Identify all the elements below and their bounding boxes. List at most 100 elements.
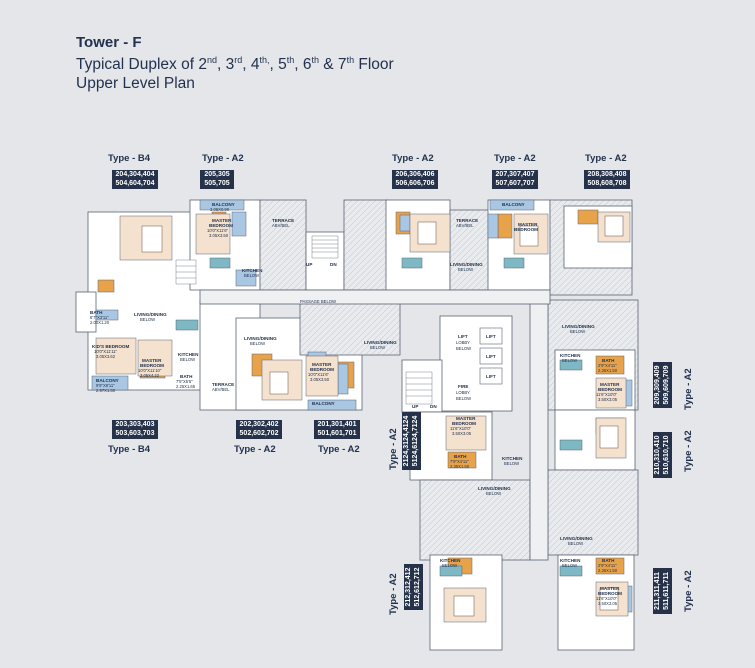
svg-text:BATH: BATH: [454, 454, 467, 459]
type-label-vertical: Type - A2: [388, 428, 399, 470]
svg-text:MASTER: MASTER: [142, 358, 162, 363]
svg-text:3.50X3.05: 3.50X3.05: [598, 397, 618, 402]
svg-text:BELOW: BELOW: [370, 345, 385, 350]
svg-text:BEDROOM: BEDROOM: [140, 363, 164, 368]
svg-text:2.25X1.65: 2.25X1.65: [176, 384, 196, 389]
svg-text:BELOW: BELOW: [456, 346, 471, 351]
svg-text:BATH: BATH: [602, 558, 615, 563]
svg-text:BEDROOM: BEDROOM: [514, 227, 538, 232]
svg-text:7'9"X4'11": 7'9"X4'11": [450, 459, 469, 464]
svg-text:BALCONY: BALCONY: [502, 202, 525, 207]
svg-text:BEDROOM: BEDROOM: [209, 223, 233, 228]
svg-text:LIVING/DINING: LIVING/DINING: [562, 324, 595, 329]
svg-text:BELOW: BELOW: [562, 563, 577, 568]
svg-text:TERRACE: TERRACE: [212, 382, 234, 387]
balcony-label: BALCONY: [212, 202, 235, 207]
svg-text:LIVING/DINING: LIVING/DINING: [478, 486, 511, 491]
svg-text:LIVING/DINING: LIVING/DINING: [364, 340, 397, 345]
svg-text:BELOW: BELOW: [456, 396, 471, 401]
svg-text:BELOW: BELOW: [244, 273, 259, 278]
type-label: Type - A2: [494, 153, 536, 164]
svg-text:BEDROOM: BEDROOM: [452, 421, 476, 426]
svg-text:2.35X1.50: 2.35X1.50: [598, 568, 618, 573]
svg-text:2'9"X4'11": 2'9"X4'11": [598, 363, 617, 368]
svg-text:UP: UP: [412, 404, 418, 409]
svg-text:KITCHEN: KITCHEN: [502, 456, 523, 461]
svg-text:DN: DN: [330, 262, 337, 267]
svg-text:MASTER: MASTER: [600, 586, 620, 591]
svg-text:BATH: BATH: [90, 310, 103, 315]
svg-text:MASTER: MASTER: [312, 362, 332, 367]
svg-text:BATH: BATH: [602, 358, 615, 363]
svg-text:10'0"X11'10": 10'0"X11'10": [138, 368, 162, 373]
svg-text:LIFT: LIFT: [486, 334, 496, 339]
svg-text:KITCHEN: KITCHEN: [560, 353, 581, 358]
svg-text:KITCHEN: KITCHEN: [178, 352, 199, 357]
svg-text:BALCONY: BALCONY: [96, 378, 119, 383]
svg-text:BELOW: BELOW: [568, 541, 583, 546]
svg-text:10'0"X11'6": 10'0"X11'6": [308, 372, 330, 377]
svg-text:LOBBY: LOBBY: [456, 390, 470, 395]
svg-text:BELOW: BELOW: [250, 341, 265, 346]
level-title: Upper Level Plan: [76, 75, 195, 92]
svg-text:BEDROOM: BEDROOM: [310, 367, 334, 372]
svg-text:BATH: BATH: [180, 374, 193, 379]
type-label-vertical: Type - A2: [683, 368, 694, 410]
svg-text:LIFT: LIFT: [486, 374, 496, 379]
type-label: Type - A2: [202, 153, 244, 164]
svg-text:2.35X1.50: 2.35X1.50: [598, 368, 618, 373]
svg-text:KITCHEN: KITCHEN: [440, 558, 461, 563]
svg-text:6'7"X3'11": 6'7"X3'11": [90, 315, 109, 320]
svg-text:BELOW: BELOW: [458, 267, 473, 272]
svg-text:2'9"X4'11": 2'9"X4'11": [598, 563, 617, 568]
svg-text:3.05X3.50: 3.05X3.50: [209, 233, 229, 238]
svg-text:MASTER: MASTER: [518, 222, 538, 227]
svg-text:KID'S BEDROOM: KID'S BEDROOM: [92, 344, 130, 349]
svg-text:7'5"X5'5": 7'5"X5'5": [176, 379, 193, 384]
svg-text:2.00X1.20: 2.00X1.20: [90, 320, 110, 325]
type-label-vertical: Type - A2: [388, 573, 399, 615]
svg-text:LIVING/DINING: LIVING/DINING: [450, 262, 483, 267]
svg-text:3.50X3.05: 3.50X3.05: [452, 431, 472, 436]
svg-text:BELOW: BELOW: [570, 329, 585, 334]
svg-text:3.50X3.05: 3.50X3.05: [598, 601, 618, 606]
svg-text:TERRACE: TERRACE: [456, 218, 478, 223]
svg-text:11'6"X10'0": 11'6"X10'0": [596, 596, 618, 601]
svg-text:LOBBY: LOBBY: [456, 340, 470, 345]
svg-text:9'9"X8'11": 9'9"X8'11": [96, 383, 115, 388]
svg-text:2.97X1.50: 2.97X1.50: [96, 388, 116, 393]
floor-subtitle: Typical Duplex of 2nd, 3rd, 4th,, 5th, 6…: [76, 55, 394, 74]
svg-text:3.05X4.22: 3.05X4.22: [140, 373, 160, 378]
svg-text:KITCHEN: KITCHEN: [242, 268, 263, 273]
svg-text:LIVING/DINING: LIVING/DINING: [134, 312, 167, 317]
svg-text:11'6"X10'0": 11'6"X10'0": [450, 426, 472, 431]
svg-text:BELOW: BELOW: [442, 563, 457, 568]
svg-text:FIRE: FIRE: [458, 384, 468, 389]
svg-text:3.05X3.62: 3.05X3.62: [96, 354, 116, 359]
svg-text:ABV/BEL: ABV/BEL: [212, 387, 230, 392]
svg-text:DN: DN: [430, 404, 437, 409]
svg-text:MASTER: MASTER: [600, 382, 620, 387]
type-label: Type - A2: [392, 153, 434, 164]
svg-text:MASTER: MASTER: [456, 416, 476, 421]
svg-text:10'0"X11'11": 10'0"X11'11": [94, 349, 118, 354]
tower-title: Tower - F: [76, 34, 142, 51]
svg-text:3.05X3.50: 3.05X3.50: [310, 377, 330, 382]
svg-text:PASSAGE BELOW: PASSAGE BELOW: [300, 299, 336, 304]
svg-text:LIVING/DINING: LIVING/DINING: [244, 336, 277, 341]
type-label-vertical: Type - A2: [683, 430, 694, 472]
svg-text:BELOW: BELOW: [140, 317, 155, 322]
svg-text:ABV/BEL: ABV/BEL: [456, 223, 474, 228]
svg-text:2.35X1.50: 2.35X1.50: [450, 464, 470, 469]
svg-text:BELOW: BELOW: [180, 357, 195, 362]
